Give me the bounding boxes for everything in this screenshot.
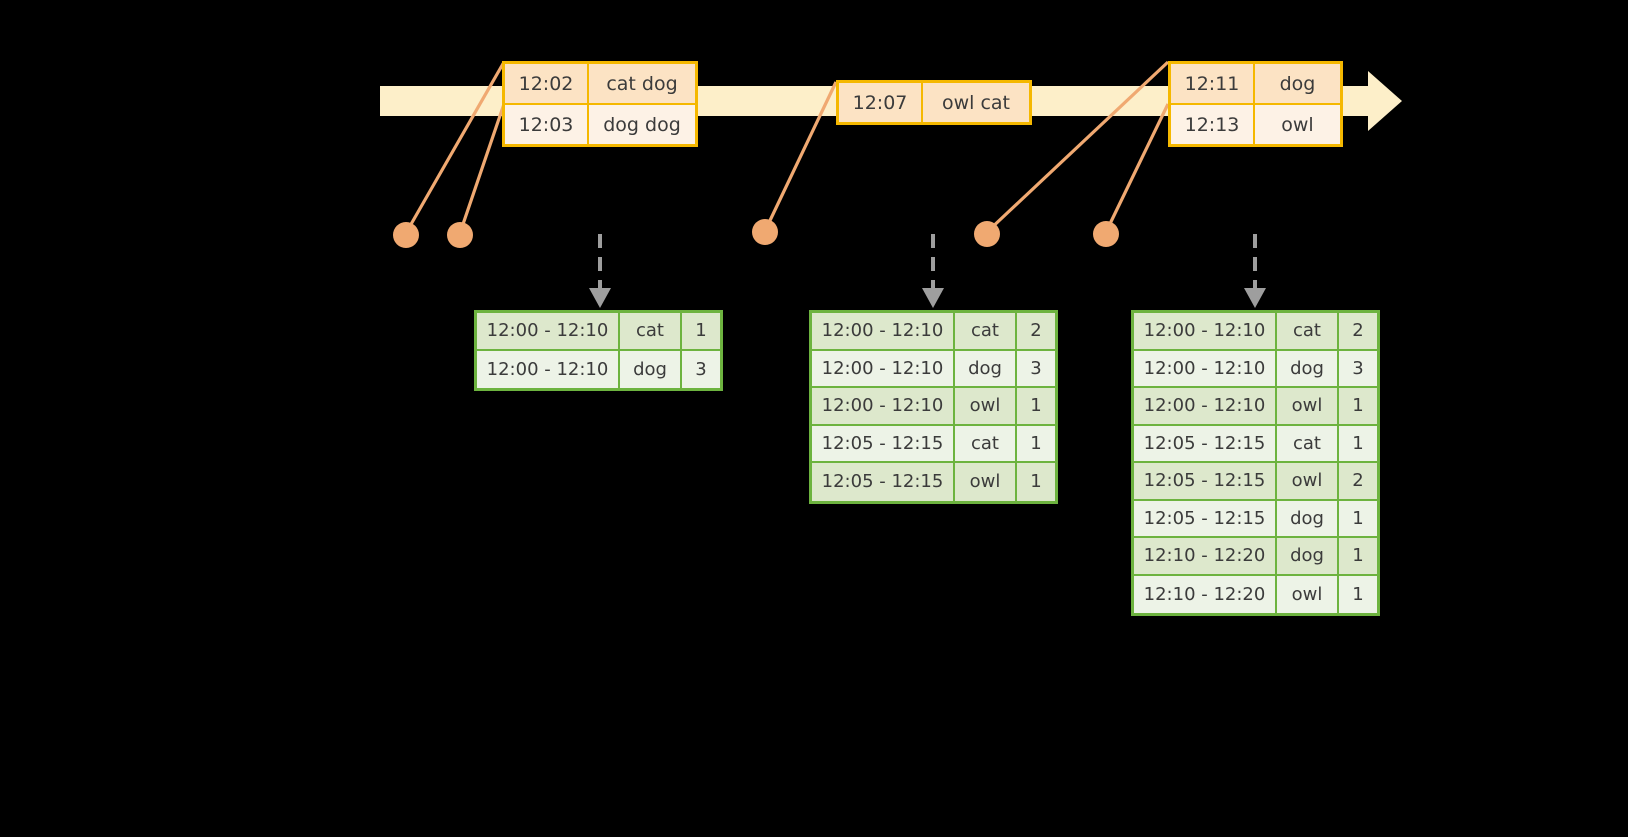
cell-window: 12:00 - 12:10 (1134, 350, 1277, 386)
event-time: 12:02 (505, 64, 589, 103)
cell-word: dog (1277, 350, 1339, 386)
event-time: 12:07 (839, 83, 923, 122)
cell-count: 3 (1030, 357, 1042, 379)
event-row[interactable]: 12:02 cat dog (505, 64, 695, 103)
cell-window: 12:05 - 12:15 (1134, 463, 1277, 499)
cell-window: 12:10 - 12:20 (1134, 575, 1277, 613)
event-row[interactable]: 12:11 dog (1171, 64, 1340, 103)
cell-count: 1 (1352, 545, 1364, 567)
cell-count: 1 (1352, 432, 1364, 454)
cell-window: 12:00 - 12:10 (477, 350, 620, 388)
cell-word: cat (955, 425, 1017, 461)
cell-word: owl (1277, 575, 1339, 613)
cell-word: cat (620, 313, 682, 349)
cell-window: 12:00 - 12:10 (812, 388, 955, 424)
cell-word: dog (955, 350, 1017, 386)
cell-window: 12:00 - 12:10 (477, 313, 620, 349)
cell-window: 12:00 - 12:10 (1134, 313, 1277, 349)
cell-count: 1 (1030, 432, 1042, 454)
cell-word: owl (1277, 463, 1339, 499)
cell-window: 12:00 - 12:10 (812, 350, 955, 386)
cell-count: 1 (1352, 395, 1364, 417)
result-arrowheads (589, 288, 1266, 308)
cell-count: 1 (1352, 583, 1364, 605)
cell-window: 12:05 - 12:15 (812, 425, 955, 461)
cell-word: dog (620, 350, 682, 388)
event-row[interactable]: 12:13 owl (1171, 103, 1340, 144)
cell-window: 12:00 - 12:10 (812, 313, 955, 349)
cell-word: dog (1277, 538, 1339, 574)
event-row[interactable]: 12:07 owl cat (839, 83, 1029, 122)
event-words: dog dog (603, 113, 681, 136)
cell-word: dog (1277, 500, 1339, 536)
event-group-1[interactable]: 12:02 cat dog 12:03 dog dog (502, 61, 698, 147)
cell-word: owl (955, 463, 1017, 501)
event-words: owl cat (941, 91, 1011, 114)
event-words: dog (1279, 72, 1316, 95)
cell-window: 12:10 - 12:20 (1134, 538, 1277, 574)
cell-count: 1 (1030, 471, 1042, 493)
cell-count: 3 (695, 358, 707, 380)
cell-count: 1 (1352, 507, 1364, 529)
cell-word: cat (1277, 313, 1339, 349)
cell-count: 3 (1352, 357, 1364, 379)
event-group-2[interactable]: 12:07 owl cat (836, 80, 1032, 125)
cell-word: owl (955, 388, 1017, 424)
cell-window: 12:05 - 12:15 (1134, 425, 1277, 461)
event-group-3[interactable]: 12:11 dog 12:13 owl (1168, 61, 1343, 147)
event-row[interactable]: 12:03 dog dog (505, 103, 695, 144)
event-time: 12:11 (1171, 64, 1255, 103)
cell-count: 2 (1030, 320, 1042, 342)
event-dots (393, 219, 1119, 248)
event-words: cat dog (606, 72, 678, 95)
cell-window: 12:05 - 12:15 (1134, 500, 1277, 536)
event-words: owl (1281, 113, 1314, 136)
cell-word: cat (1277, 425, 1339, 461)
result-dashed-arrows (598, 234, 1257, 290)
cell-count: 1 (1030, 395, 1042, 417)
event-time: 12:13 (1171, 105, 1255, 144)
cell-window: 12:05 - 12:15 (812, 463, 955, 501)
cell-count: 2 (1352, 320, 1364, 342)
cell-count: 1 (695, 320, 707, 342)
cell-word: owl (1277, 388, 1339, 424)
event-time: 12:03 (505, 105, 589, 144)
cell-count: 2 (1352, 470, 1364, 492)
cell-word: cat (955, 313, 1017, 349)
cell-window: 12:00 - 12:10 (1134, 388, 1277, 424)
